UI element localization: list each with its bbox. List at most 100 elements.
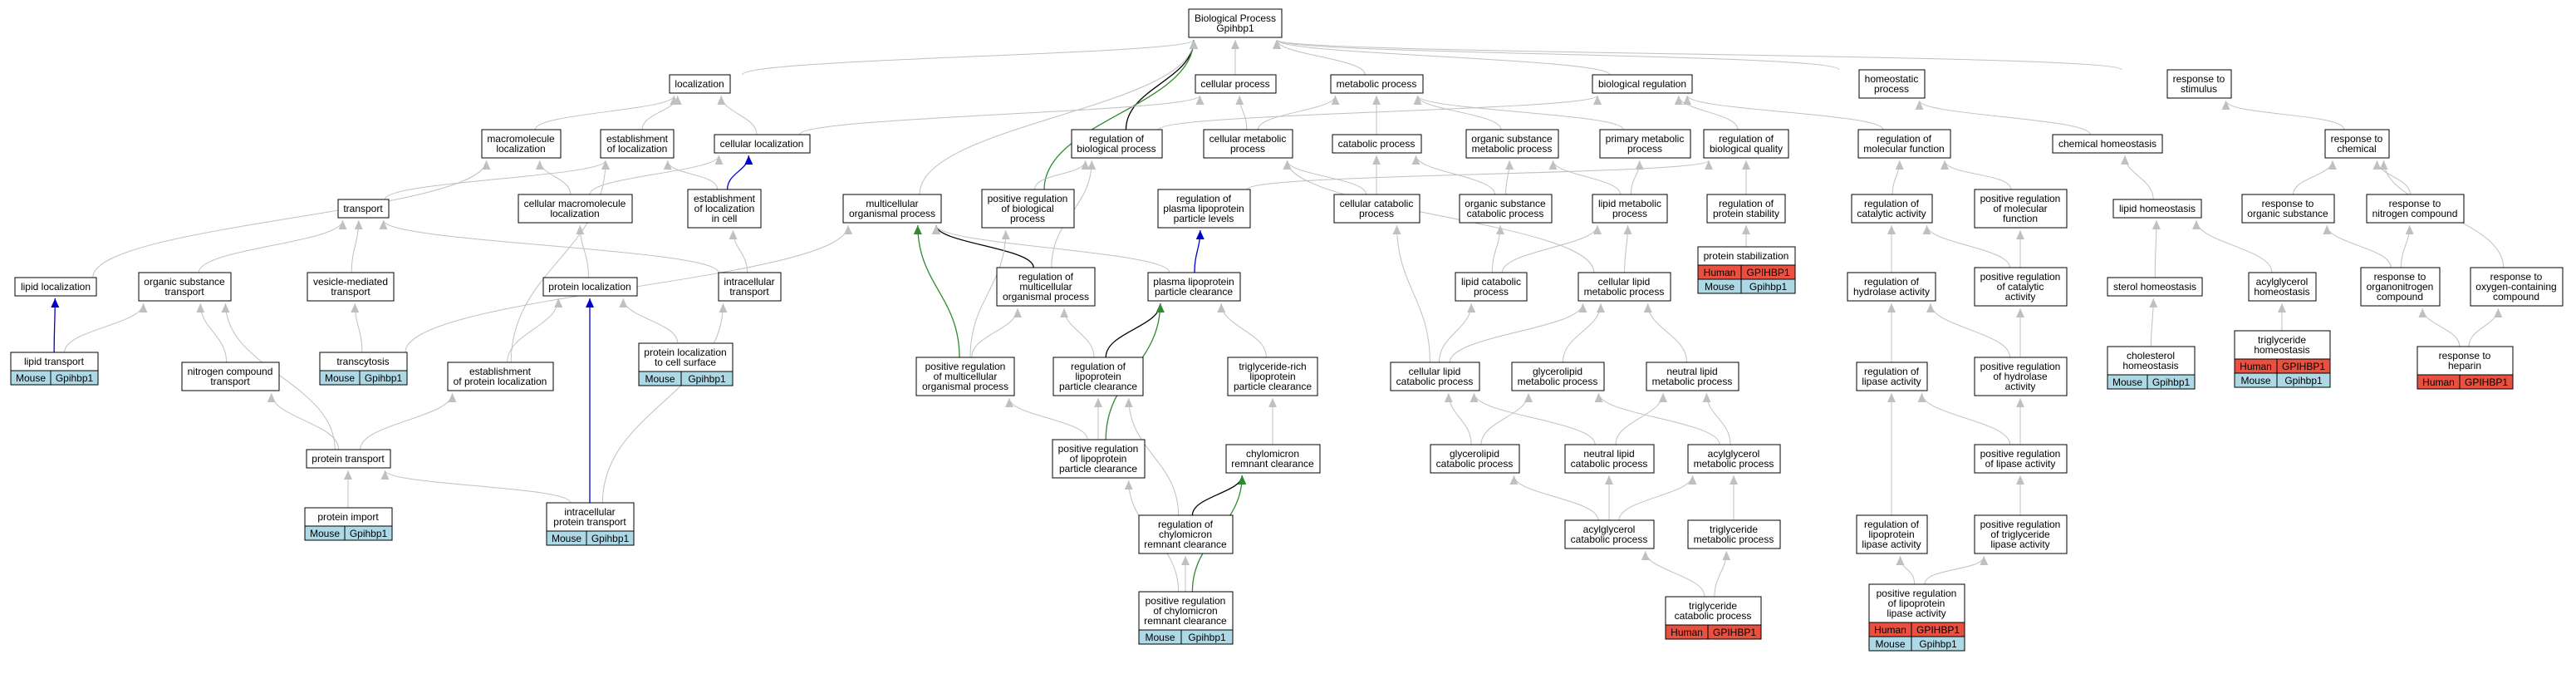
node-label-line: lipoprotein [1868,529,1914,540]
node-protein-transport[interactable]: protein transport [306,449,391,469]
species-label: Human [1704,267,1736,278]
node-catabolic-process[interactable]: catabolic process [1332,134,1422,154]
node-biological-regulation[interactable]: biological regulation [1592,74,1693,94]
gene-label: Gpihbp1 [2152,376,2191,388]
node-label-line: regulation of [1018,271,1074,283]
node-box [1665,596,1762,626]
node-metabolic-process[interactable]: metabolic process [1330,74,1424,94]
node-localization[interactable]: localization [669,74,731,94]
node-label-line: of lipase activity [1985,458,2056,470]
node-cellular-localization[interactable]: cellular localization [714,134,811,154]
node-lipid-localization[interactable]: lipid localization [14,277,97,297]
edge-gray-regulation-of-biological-quality-to-biological-regulation [1674,95,1739,130]
node-lipid-homeostasis[interactable]: lipid homeostasis [2112,199,2202,219]
node-box [1856,362,1928,391]
edge-gray-intracellular-protein-transport-to-intracellular-transport [601,303,728,504]
edge-gray-glycerolipid-catabolic-process-to-cellular-lipid-catabolic-process [1444,392,1472,445]
node-label-line: biological quality [1710,143,1783,155]
node-cellular-process[interactable]: cellular process [1195,74,1277,94]
species-label: Human [2422,376,2455,388]
node-transport[interactable]: transport [337,199,390,219]
node-protein-localization[interactable]: protein localization [542,277,638,297]
edge-gray-localization-to-bp [742,39,1198,76]
edge-gray-lipid-catabolic-process-to-organic-substance-catabolic-process [1491,224,1505,273]
node-chemical-homeostasis[interactable]: chemical homeostasis [2052,134,2163,154]
node-label-line: metabolic process [1652,376,1733,387]
node-box [981,189,1075,229]
edge-layer [51,39,2505,598]
node-sterol-homeostasis[interactable]: sterol homeostasis [2107,277,2203,297]
